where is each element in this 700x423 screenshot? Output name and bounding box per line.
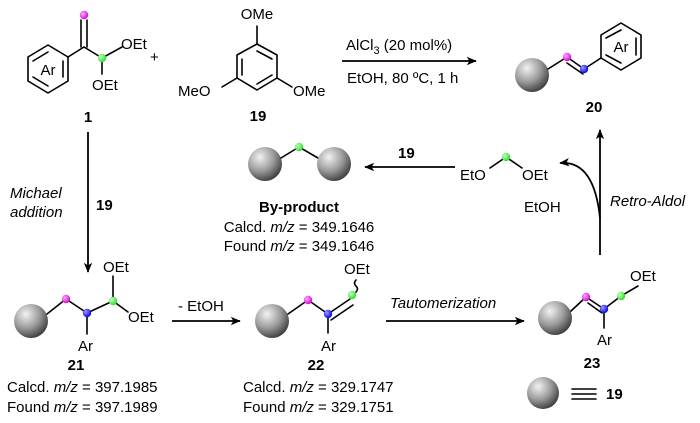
magenta-atom xyxy=(562,52,572,62)
green-atom xyxy=(294,142,304,152)
michael-reagent: 19 xyxy=(96,197,113,214)
michael-label: Michael xyxy=(10,185,62,202)
magenta-atom xyxy=(303,295,313,305)
legend-label: 19 xyxy=(606,386,623,403)
oet-label: OEt xyxy=(92,77,119,94)
byproduct-found: Found m/z = 349.1646 xyxy=(224,238,375,255)
ar-label: Ar xyxy=(597,332,612,349)
ms21-calcd: Calcd. m/z = 397.1985 xyxy=(7,379,158,396)
oet-label: OEt xyxy=(121,36,148,53)
byproduct-title: By-product xyxy=(259,199,339,216)
etoh-label: EtOH xyxy=(524,199,561,216)
ms22-found: Found m/z = 329.1751 xyxy=(243,399,394,416)
oet-label: OEt xyxy=(630,268,657,285)
oet-label: OEt xyxy=(103,259,130,276)
legend: 19 xyxy=(527,377,623,409)
oet-label: OEt xyxy=(344,261,371,278)
compound-22: OEt Ar 22 Calcd. m/z = 329.1747 Found m/… xyxy=(243,261,394,416)
green-atom xyxy=(347,290,357,300)
byproduct-calcd: Calcd. m/z = 349.1646 xyxy=(224,219,375,236)
compound-number-23: 23 xyxy=(584,355,601,372)
plus-sign: + xyxy=(150,49,159,66)
compound-19: OMe MeO OMe 19 xyxy=(178,6,326,125)
ar-label: Ar xyxy=(321,338,336,355)
curved-arrow xyxy=(559,158,601,219)
sphere-19 xyxy=(527,377,559,409)
byproduct-reagent: 19 xyxy=(398,145,415,162)
blue-atom xyxy=(599,304,609,314)
minus-etoh-label: - EtOH xyxy=(178,298,224,315)
green-atom xyxy=(97,53,107,63)
compound-23: OEt Ar 23 xyxy=(538,268,657,372)
tautomerization-label: Tautomerization xyxy=(390,295,496,312)
compound-20: Ar 20 xyxy=(515,22,642,116)
ms22-calcd: Calcd. m/z = 329.1747 xyxy=(243,379,394,396)
sphere-19 xyxy=(538,301,572,335)
blue-atom xyxy=(82,308,92,318)
green-atom xyxy=(616,291,626,301)
ms21-found: Found m/z = 397.1989 xyxy=(7,399,158,416)
oet-label: OEt xyxy=(128,309,155,326)
compound-21: OEt OEt Ar 21 Calcd. m/z = 397.1985 Foun… xyxy=(7,259,158,416)
ar-label: Ar xyxy=(614,39,629,56)
sphere-19 xyxy=(14,304,48,338)
blue-atom xyxy=(323,309,333,319)
compound-number-21: 21 xyxy=(68,357,85,374)
sphere-19 xyxy=(248,147,282,181)
ar-label: Ar xyxy=(78,338,93,355)
conditions-label: EtOH, 80 ºC, 1 h xyxy=(347,70,458,87)
compound-number-19: 19 xyxy=(250,108,267,125)
catalyst-label: AlCl3 (20 mol%) xyxy=(346,37,452,57)
compound-number-1: 1 xyxy=(84,109,92,126)
eto-label: EtO xyxy=(460,167,486,184)
sphere-19 xyxy=(255,304,289,338)
compound-1: Ar OEt OEt 1 xyxy=(27,10,148,126)
sphere-19 xyxy=(317,147,351,181)
compound-number-22: 22 xyxy=(308,357,325,374)
magenta-atom xyxy=(581,292,591,302)
green-atom xyxy=(108,296,118,306)
diethoxy-fragment: EtO OEt xyxy=(460,152,549,184)
magenta-atom xyxy=(79,10,89,20)
blue-atom xyxy=(579,64,589,74)
ar-label: Ar xyxy=(41,62,56,79)
retro-aldol-label: Retro-Aldol xyxy=(610,193,686,210)
oet-label: OEt xyxy=(522,167,549,184)
ome-label: OMe xyxy=(293,83,326,100)
ome-label: OMe xyxy=(241,6,274,23)
compound-number-20: 20 xyxy=(586,99,603,116)
green-atom xyxy=(501,152,511,162)
sphere-19 xyxy=(515,58,549,92)
meo-label: MeO xyxy=(178,83,211,100)
magenta-atom xyxy=(61,294,71,304)
michael-label: addition xyxy=(10,204,63,221)
byproduct: By-product Calcd. m/z = 349.1646 Found m… xyxy=(224,142,375,255)
